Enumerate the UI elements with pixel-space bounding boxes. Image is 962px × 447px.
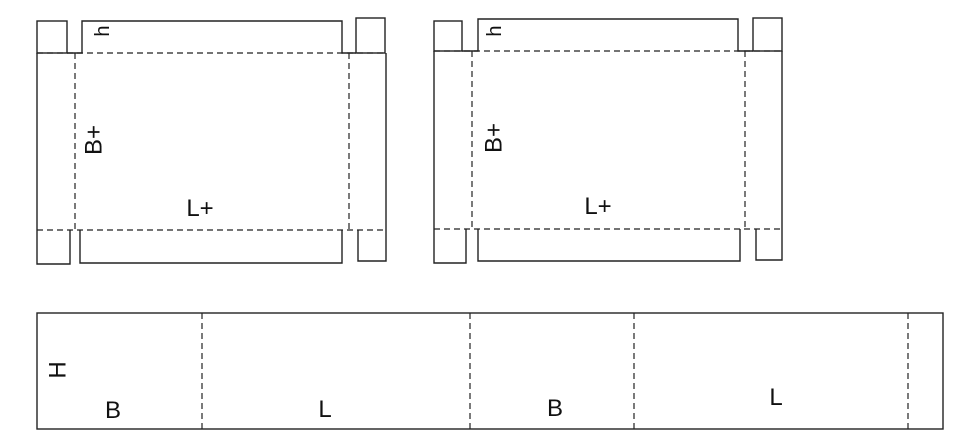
top-right-corner-flap [752, 17, 783, 52]
panel-label-3: B [547, 395, 563, 422]
panel-label-4: L [769, 384, 782, 411]
side-strip: H B L B L [36, 312, 944, 430]
width-label: B+ [81, 125, 108, 155]
top-right-corner-flap [355, 17, 386, 54]
panel-label-1: B [105, 397, 121, 424]
length-label: L+ [584, 193, 611, 220]
length-label: L+ [186, 195, 213, 222]
strip-height-label: H [45, 361, 72, 378]
height-label: h [92, 25, 114, 36]
bottom-height-flap [477, 229, 741, 262]
panel-label-2: L [318, 396, 331, 423]
bottom-left-corner-flap [433, 229, 467, 264]
width-label: B+ [481, 123, 508, 153]
bottom-height-flap [79, 230, 343, 264]
top-left-corner-flap [36, 20, 68, 54]
bottom-right-corner-flap [357, 230, 387, 262]
blank-right: h B+ L+ [433, 17, 783, 264]
bottom-right-corner-flap [755, 229, 783, 261]
side-strip-outline [36, 312, 944, 430]
height-label: h [484, 25, 506, 36]
blank-left: h B+ L+ [36, 17, 387, 265]
bottom-left-corner-flap [36, 230, 71, 265]
top-left-corner-flap [433, 20, 463, 52]
